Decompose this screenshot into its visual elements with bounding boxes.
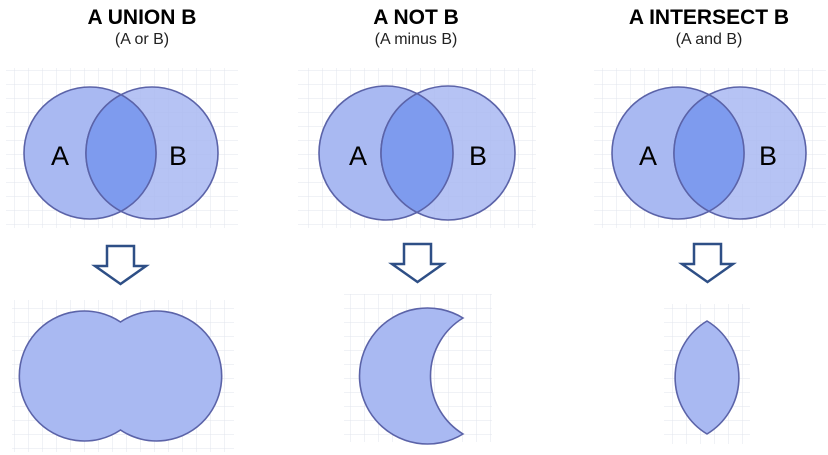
panel-union-subtitle: (A or B) [114, 31, 170, 48]
intersect-overlap-region [673, 93, 745, 213]
panel-union-title: A UNION B [87, 6, 197, 29]
panel-intersect-heading: A INTERSECT B (A and B) [571, 6, 828, 50]
panel-intersect-subtitle: (A and B) [675, 31, 743, 48]
panel-not-heading: A NOT B (A minus B) [278, 6, 554, 50]
panel-intersect: A B [594, 68, 826, 444]
panel-not-subtitle: (A minus B) [374, 31, 458, 48]
not-label-b: B [469, 141, 487, 171]
panel-union-heading: A UNION B (A or B) [4, 6, 280, 50]
union-down-arrow-icon [91, 244, 150, 286]
panel-intersect-title: A INTERSECT B [628, 6, 790, 29]
not-result-crescent [358, 307, 465, 445]
not-overlap-region [380, 92, 454, 214]
panel-not-title: A NOT B [373, 6, 459, 29]
intersect-down-arrow-icon [678, 242, 737, 284]
union-label-b: B [169, 141, 187, 171]
union-overlap-region [85, 93, 157, 213]
union-result-shape [18, 310, 223, 442]
intersect-result-lens [674, 320, 740, 435]
intersect-label-a: A [639, 141, 657, 171]
intersect-label-b: B [759, 141, 777, 171]
not-label-a: A [349, 141, 367, 171]
union-label-a: A [51, 141, 69, 171]
panel-union: A B [6, 68, 238, 452]
not-down-arrow-icon [388, 242, 447, 284]
panel-not: A B [298, 68, 536, 445]
